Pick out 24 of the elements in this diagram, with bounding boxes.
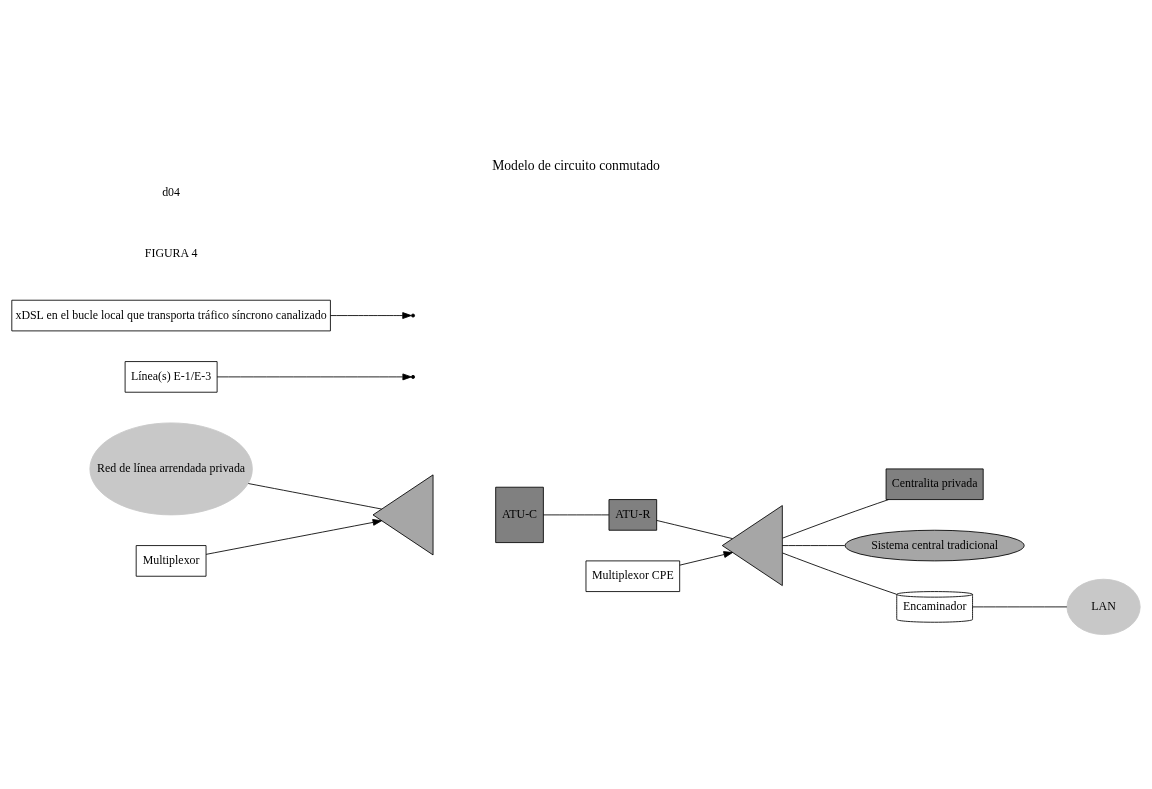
connector	[782, 498, 889, 539]
node-ellipse: LAN	[1066, 578, 1141, 635]
node-box: Multiplexor	[135, 544, 207, 577]
connector	[972, 606, 1068, 607]
node-ellipse: Sistema central tradicional	[844, 529, 1025, 561]
node-box: Centralita privada	[885, 467, 984, 500]
node-box: xDSL en el bucle local que transporta tráfico síncrono canalizado	[11, 299, 331, 331]
label: FIGURA 4	[144, 245, 198, 260]
connector	[543, 513, 610, 515]
node-box: ATU-R	[608, 498, 658, 531]
node-ellipse: Red de línea arrendada privada	[89, 421, 253, 515]
arrow	[216, 373, 412, 380]
connector	[656, 519, 733, 539]
connector	[782, 552, 897, 595]
node-box: ATU-C	[495, 486, 544, 543]
diagram-title: Modelo de circuito conmutado	[492, 157, 660, 173]
node-box: Línea(s) E-1/E-3	[124, 360, 218, 393]
arrow	[679, 550, 733, 566]
node-box: Multiplexor CPE	[585, 559, 681, 592]
arrow	[205, 518, 382, 555]
arrow	[330, 311, 412, 319]
connector	[782, 544, 846, 546]
label: d04	[162, 184, 181, 199]
connector	[247, 482, 383, 509]
